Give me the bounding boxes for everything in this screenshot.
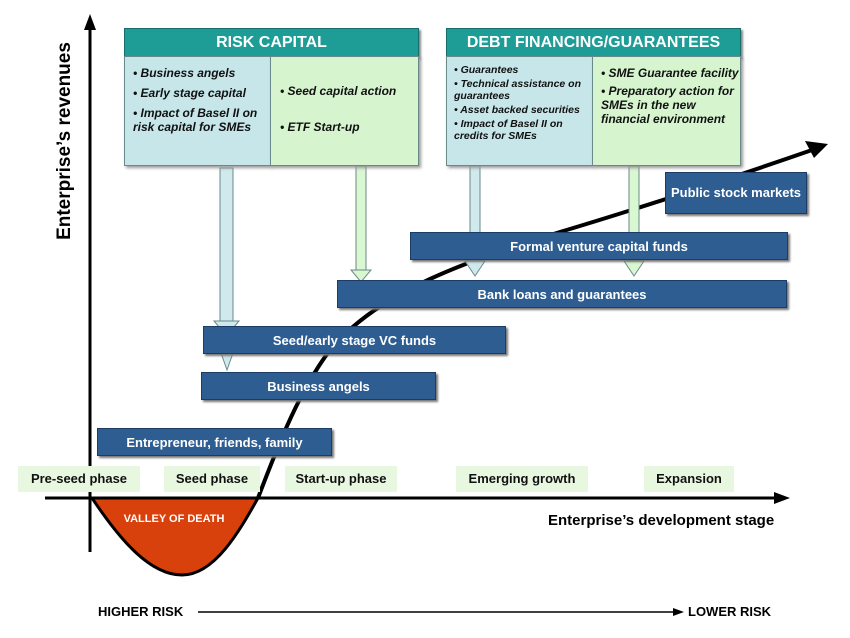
risk-capital-action: • Seed capital action: [280, 84, 397, 98]
debt-financing-header: DEBT FINANCING/GUARANTEES: [446, 28, 741, 58]
connector-arrow-seed-capital: [349, 165, 373, 283]
growth-curve-arrowhead: [805, 141, 828, 158]
debt-financing-action: • SME Guarantee facility: [601, 66, 739, 80]
debt-financing-right-panel: • SME Guarantee facility • Preparatory a…: [592, 56, 741, 166]
phase-emerging-growth: Emerging growth: [456, 466, 588, 492]
lower-risk-label: LOWER RISK: [688, 604, 772, 619]
risk-capital-item: • Early stage capital: [133, 86, 246, 100]
phase-seed: Seed phase: [164, 466, 260, 492]
x-axis-label: Enterprise’s development stage: [548, 512, 775, 529]
higher-risk-label: HIGHER RISK: [98, 604, 184, 619]
risk-capital-right-panel: • Seed capital action • ETF Start-up: [270, 56, 419, 166]
risk-capital-left-panel: • Business angels • Early stage capital …: [124, 56, 271, 166]
debt-financing-item: • Impact of Basel II on credits for SMEs: [454, 118, 563, 142]
connector-arrow-seed-vc: [220, 352, 234, 372]
risk-capital-header: RISK CAPITAL: [124, 28, 419, 58]
x-axis-arrowhead: [774, 492, 790, 504]
risk-scale-arrowhead: [673, 608, 684, 616]
y-axis-label: Enterprise’s revenues: [54, 42, 75, 240]
y-axis-arrowhead: [84, 14, 96, 30]
bank-loans-bar: Bank loans and guarantees: [337, 280, 787, 308]
seed-vc-funds-bar: Seed/early stage VC funds: [203, 326, 506, 354]
public-stock-markets-bar: Public stock markets: [665, 172, 807, 214]
risk-capital-item: • Impact of Basel II on risk capital for…: [133, 106, 258, 134]
phase-pre-seed: Pre-seed phase: [18, 466, 140, 492]
valley-of-death-label: VALLEY OF DEATH: [123, 513, 225, 525]
phase-start-up: Start-up phase: [285, 466, 397, 492]
risk-capital-item: • Business angels: [133, 66, 236, 80]
risk-capital-action: • ETF Start-up: [280, 120, 360, 134]
formal-venture-capital-bar: Formal venture capital funds: [410, 232, 788, 260]
entrepreneur-friends-family-bar: Entrepreneur, friends, family: [97, 428, 332, 456]
debt-financing-left-panel: • Guarantees • Technical assistance on g…: [446, 56, 593, 166]
debt-financing-item: • Guarantees: [454, 64, 519, 76]
debt-financing-item: • Asset backed securities: [454, 104, 580, 116]
business-angels-bar: Business angels: [201, 372, 436, 400]
phase-expansion: Expansion: [644, 466, 734, 492]
connector-arrow-business-angels: [212, 167, 241, 337]
connector-arrow-guarantees: [464, 165, 486, 277]
debt-financing-item: • Technical assistance on guarantees: [454, 78, 582, 102]
debt-financing-action: • Preparatory action for SMEs in the new…: [601, 84, 734, 126]
valley-of-death-area: [89, 496, 261, 577]
connector-arrow-sme-guarantee: [623, 165, 645, 277]
